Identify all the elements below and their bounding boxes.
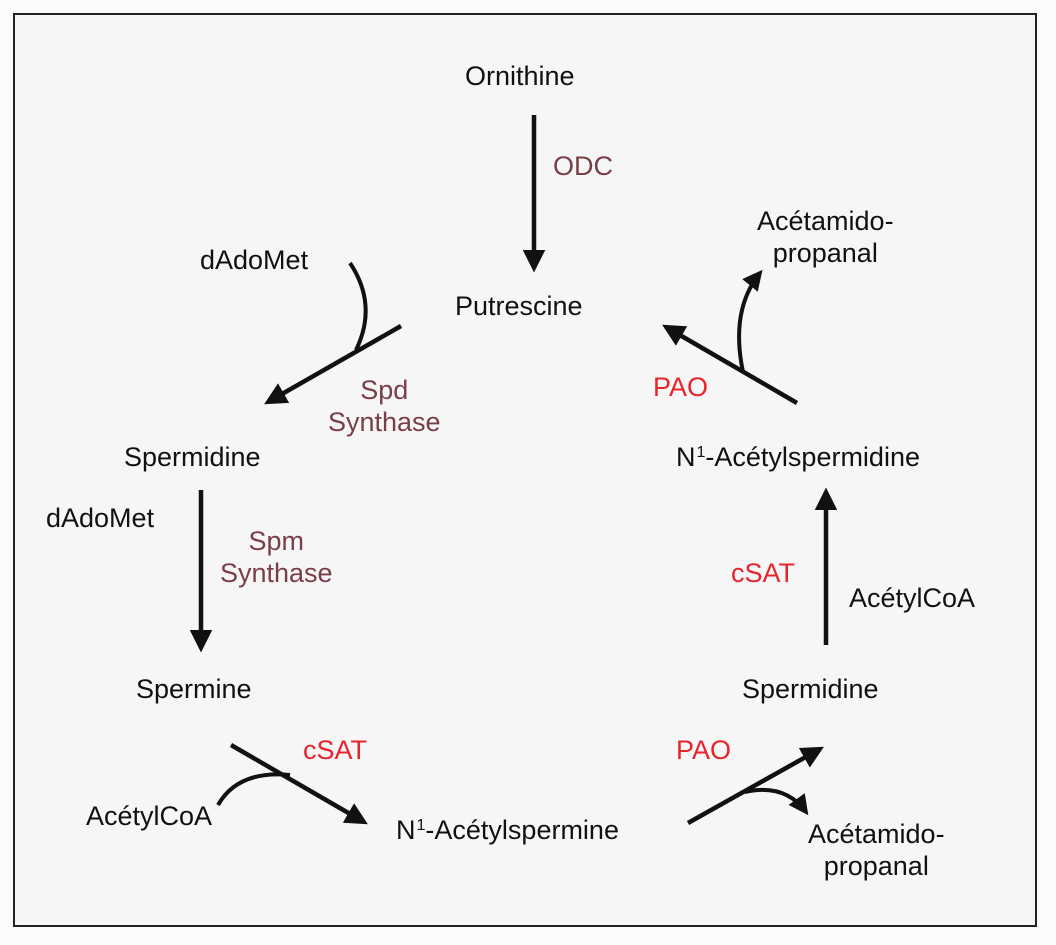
n1-acetylspermidine-suffix: -Acétylspermidine [705,442,920,472]
node-spermidine-right: Spermidine [742,674,879,704]
n1-acetylspermidine-prefix: N [676,442,696,472]
cofactor-acetylcoa-1: AcétylCoA [86,801,213,831]
enzyme-csat-right: cSAT [731,558,796,588]
acetamido-bottom-line1: Acétamido- [808,819,945,849]
acetamido-top-line1: Acétamido- [757,206,894,236]
node-spermine: Spermine [136,674,252,704]
n1-acetylspermine-suffix: -Acétylspermine [425,815,619,845]
cofactor-acetylcoa-2: AcétylCoA [849,583,976,613]
arrow-n1-acetylspermine-to-spermidine [686,746,824,825]
node-n1-acetylspermine: N1-Acétylspermine [396,814,619,846]
spm-synthase-line2: Synthase [220,558,333,588]
cofactor-dadomet-2: dAdoMet [46,503,155,533]
enzyme-spm-synthase: Spm Synthase [220,525,333,589]
node-spermidine-left: Spermidine [124,442,261,472]
enzyme-spd-synthase: Spd Synthase [328,374,441,438]
byproduct-curve-pao-top [737,269,763,373]
cofactor-curve-dadomet-spd [348,261,368,351]
n1-acetylspermidine-superscript: 1 [696,444,706,461]
byproduct-curve-pao-bottom [744,787,809,816]
node-putrescine: Putrescine [455,291,583,321]
n1-acetylspermine-superscript: 1 [416,817,426,834]
cofactor-dadomet-1: dAdoMet [200,245,309,275]
arrow-n1-acetylspermidine-to-putrescine [662,324,799,405]
n1-acetylspermine-prefix: N [396,815,416,845]
enzyme-pao-bottom: PAO [676,735,732,765]
enzyme-pao-top: PAO [653,372,709,402]
diagram-frame [13,13,1037,927]
spd-synthase-line2: Synthase [328,407,441,437]
spd-synthase-line1: Spd [360,375,409,405]
arrow-spermine-to-n1-acetylspermine [229,743,368,825]
acetamido-top-line2: propanal [772,238,878,268]
node-acetamidopropanal-top: Acétamido- propanal [757,205,894,269]
enzyme-odc: ODC [553,151,613,181]
node-acetamidopropanal-bottom: Acétamido- propanal [808,818,945,882]
cofactor-curve-acetylcoa-csat [216,772,291,807]
acetamido-bottom-line2: propanal [823,851,929,881]
node-n1-acetylspermidine: N1-Acétylspermidine [676,441,920,473]
spm-synthase-line1: Spm [248,526,305,556]
enzyme-csat-bottom: cSAT [303,735,368,765]
arrow-putrescine-to-spermidine [264,324,403,405]
node-ornithine: Ornithine [465,61,575,91]
